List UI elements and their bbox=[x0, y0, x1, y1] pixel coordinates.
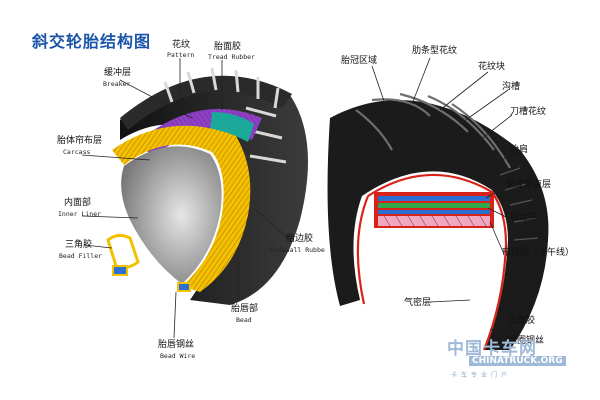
label-breaker-cn: 缓冲层 bbox=[104, 68, 132, 78]
label-breaker-en: Breaker bbox=[103, 80, 131, 88]
label-inner-liner-right: 气密层 bbox=[404, 298, 432, 308]
watermark-small: 卡车专业门户 bbox=[451, 372, 512, 379]
cord-ply-section bbox=[378, 216, 490, 226]
bead-wire-right bbox=[177, 282, 191, 292]
label-steel-belt: 钢丝层 bbox=[510, 213, 538, 223]
radial-tire-section bbox=[327, 92, 549, 351]
label-pattern-cn: 花纹 bbox=[172, 40, 191, 50]
nylon-cap-ply bbox=[378, 196, 490, 201]
tire-body bbox=[327, 100, 549, 350]
label-bead-wire-en: Bead Wire bbox=[160, 352, 196, 360]
label-rib-pattern: 肋条型花纹 bbox=[412, 46, 458, 56]
tread-pattern bbox=[163, 67, 287, 164]
label-bead-cn: 胎唇部 bbox=[231, 304, 259, 314]
carcass-ply bbox=[112, 125, 251, 293]
sipe-lines bbox=[499, 167, 539, 241]
label-carcass-en: Carcass bbox=[63, 148, 91, 156]
label-nylon-cap-ply: 尼龙带束层 bbox=[506, 180, 552, 190]
tread-grooves bbox=[355, 92, 511, 169]
bias-tire-cutaway bbox=[106, 67, 308, 305]
right-leader-lines bbox=[371, 57, 513, 347]
bead-wire-left bbox=[112, 265, 128, 276]
label-sidewall-en: Sidewall Rubbe bbox=[270, 246, 325, 254]
label-cord-ply: 帘线层（子午线） bbox=[502, 248, 575, 258]
label-pattern-en: Pattern bbox=[167, 51, 195, 59]
label-sidewall-cn: 胎边胶 bbox=[286, 234, 314, 244]
label-inner-liner-cn: 内面部 bbox=[64, 198, 92, 208]
watermark-en: CHINATRUCK.ORG bbox=[469, 356, 566, 366]
label-bead-wire-cn: 胎唇钢丝 bbox=[158, 340, 195, 350]
bead-filler bbox=[106, 233, 140, 269]
label-sipe-pattern: 刀槽花纹 bbox=[510, 107, 547, 117]
label-bead-filler-cn: 三角胶 bbox=[65, 240, 93, 250]
label-tread-rubber-en: Tread Rubber bbox=[208, 53, 255, 61]
label-shoulder: 胎肩 bbox=[510, 145, 529, 155]
inner-liner-line-left bbox=[356, 195, 370, 305]
watermark-cn: 中国卡车网 bbox=[447, 339, 537, 359]
label-bead-en: Bead bbox=[236, 316, 252, 324]
left-leader-lines bbox=[81, 58, 289, 339]
breaker-teal-layer bbox=[210, 112, 254, 142]
label-groove: 沟槽 bbox=[502, 82, 521, 92]
label-carcass-cn: 胎体帘布层 bbox=[57, 136, 103, 146]
label-tread-block: 花纹块 bbox=[478, 62, 506, 72]
watermark: 中国卡车网 CHINATRUCK.ORG 卡车专业门户 bbox=[447, 334, 587, 384]
label-tread-rubber-cn: 胎面胶 bbox=[214, 42, 242, 52]
tread-rubber bbox=[120, 75, 292, 130]
label-bead-filler-en: Bead Filler bbox=[59, 252, 103, 260]
label-bead-filler-right: 三角胶 bbox=[508, 316, 536, 326]
cord-ply-hatch bbox=[383, 215, 487, 227]
diagram-title: 斜交轮胎结构图 bbox=[32, 32, 152, 51]
steel-belt-lower bbox=[378, 210, 490, 214]
steel-belt-upper bbox=[378, 203, 490, 208]
label-inner-liner-en: Inner Liner bbox=[58, 210, 102, 218]
label-bead-wire-right: 胎圈钢丝 bbox=[508, 336, 545, 346]
inner-liner bbox=[121, 146, 222, 284]
inner-liner-line bbox=[367, 173, 508, 351]
label-crown-area: 胎冠区域 bbox=[341, 56, 378, 66]
